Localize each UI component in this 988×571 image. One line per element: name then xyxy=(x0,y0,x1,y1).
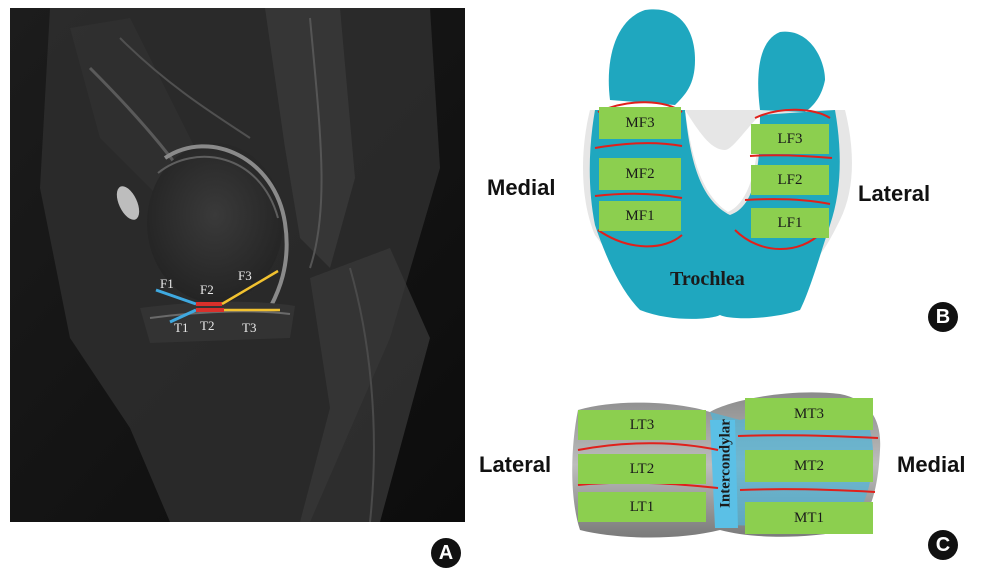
zone-lf1: LF1 xyxy=(751,208,829,238)
zone-mf3: MF3 xyxy=(599,107,681,139)
zone-lf3: LF3 xyxy=(751,124,829,154)
panel-b-left-side-label: Medial xyxy=(487,175,555,201)
label-t1: T1 xyxy=(174,320,188,335)
label-t2: T2 xyxy=(200,318,214,333)
label-t3: T3 xyxy=(242,320,256,335)
label-f1: F1 xyxy=(160,276,174,291)
label-f3: F3 xyxy=(238,268,252,283)
zone-lt3: LT3 xyxy=(578,410,706,440)
panel-c-right-side-label: Medial xyxy=(897,452,965,478)
zone-mt2: MT2 xyxy=(745,450,873,482)
zone-lt1: LT1 xyxy=(578,492,706,522)
trochlea-label: Trochlea xyxy=(670,268,745,291)
zone-mf1: MF1 xyxy=(599,201,681,231)
panel-b-right-side-label: Lateral xyxy=(858,181,930,207)
zone-mt3: MT3 xyxy=(745,398,873,430)
zone-lf2: LF2 xyxy=(751,165,829,195)
mri-sagittal-image: F1 F2 F3 T1 T2 T3 xyxy=(10,8,465,522)
panel-c-left-side-label: Lateral xyxy=(479,452,551,478)
zone-mf2: MF2 xyxy=(599,158,681,190)
panel-a-badge: A xyxy=(431,538,461,568)
zone-mt1: MT1 xyxy=(745,502,873,534)
label-f2: F2 xyxy=(200,282,214,297)
panel-c-badge: C xyxy=(928,530,958,560)
intercondylar-label: Intercondylar xyxy=(718,399,735,529)
panel-b-badge: B xyxy=(928,302,958,332)
zone-lt2: LT2 xyxy=(578,454,706,484)
